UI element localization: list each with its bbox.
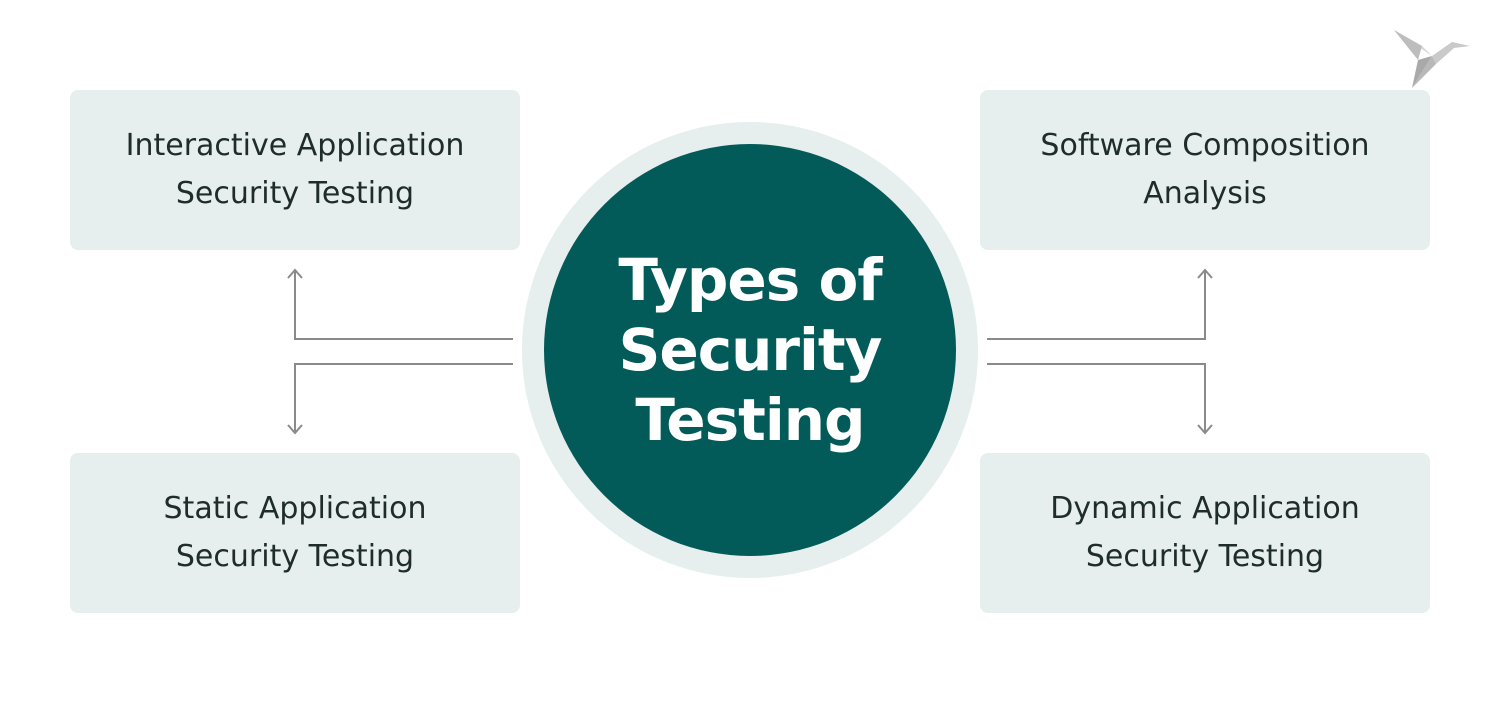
node-label: Interactive Application Security Testing	[126, 122, 465, 218]
connector-bottom-right	[987, 363, 1206, 433]
title-line-1: Types of	[618, 246, 882, 314]
node-label-line-1: Static Application	[163, 491, 427, 526]
arrowhead-top-left	[287, 268, 303, 279]
diagram-title: Types of Security Testing	[618, 245, 883, 455]
node-label: Dynamic Application Security Testing	[1050, 485, 1359, 581]
origami-bird-logo-icon	[1394, 30, 1470, 88]
center-circle: Types of Security Testing	[544, 144, 956, 556]
node-label-line-1: Dynamic Application	[1050, 491, 1360, 526]
node-interactive-application-security-testing: Interactive Application Security Testing	[70, 90, 520, 250]
arrowhead-bottom-left	[287, 424, 303, 435]
connector-bottom-left	[294, 363, 513, 433]
connector-top-left	[294, 270, 513, 340]
node-label-line-1: Interactive Application	[125, 128, 465, 163]
title-line-3: Testing	[635, 386, 865, 454]
node-label-line-2: Analysis	[1143, 176, 1267, 211]
node-label-line-2: Security Testing	[175, 176, 415, 211]
node-label: Software Composition Analysis	[1040, 122, 1369, 218]
node-label: Static Application Security Testing	[164, 485, 427, 581]
arrowhead-bottom-right	[1197, 424, 1213, 435]
node-static-application-security-testing: Static Application Security Testing	[70, 453, 520, 613]
node-dynamic-application-security-testing: Dynamic Application Security Testing	[980, 453, 1430, 613]
arrowhead-top-right	[1197, 268, 1213, 279]
connector-top-right	[987, 270, 1206, 340]
node-label-line-2: Security Testing	[1085, 539, 1325, 574]
node-label-line-2: Security Testing	[175, 539, 415, 574]
title-line-2: Security	[618, 316, 883, 384]
node-software-composition-analysis: Software Composition Analysis	[980, 90, 1430, 250]
node-label-line-1: Software Composition	[1040, 128, 1370, 163]
